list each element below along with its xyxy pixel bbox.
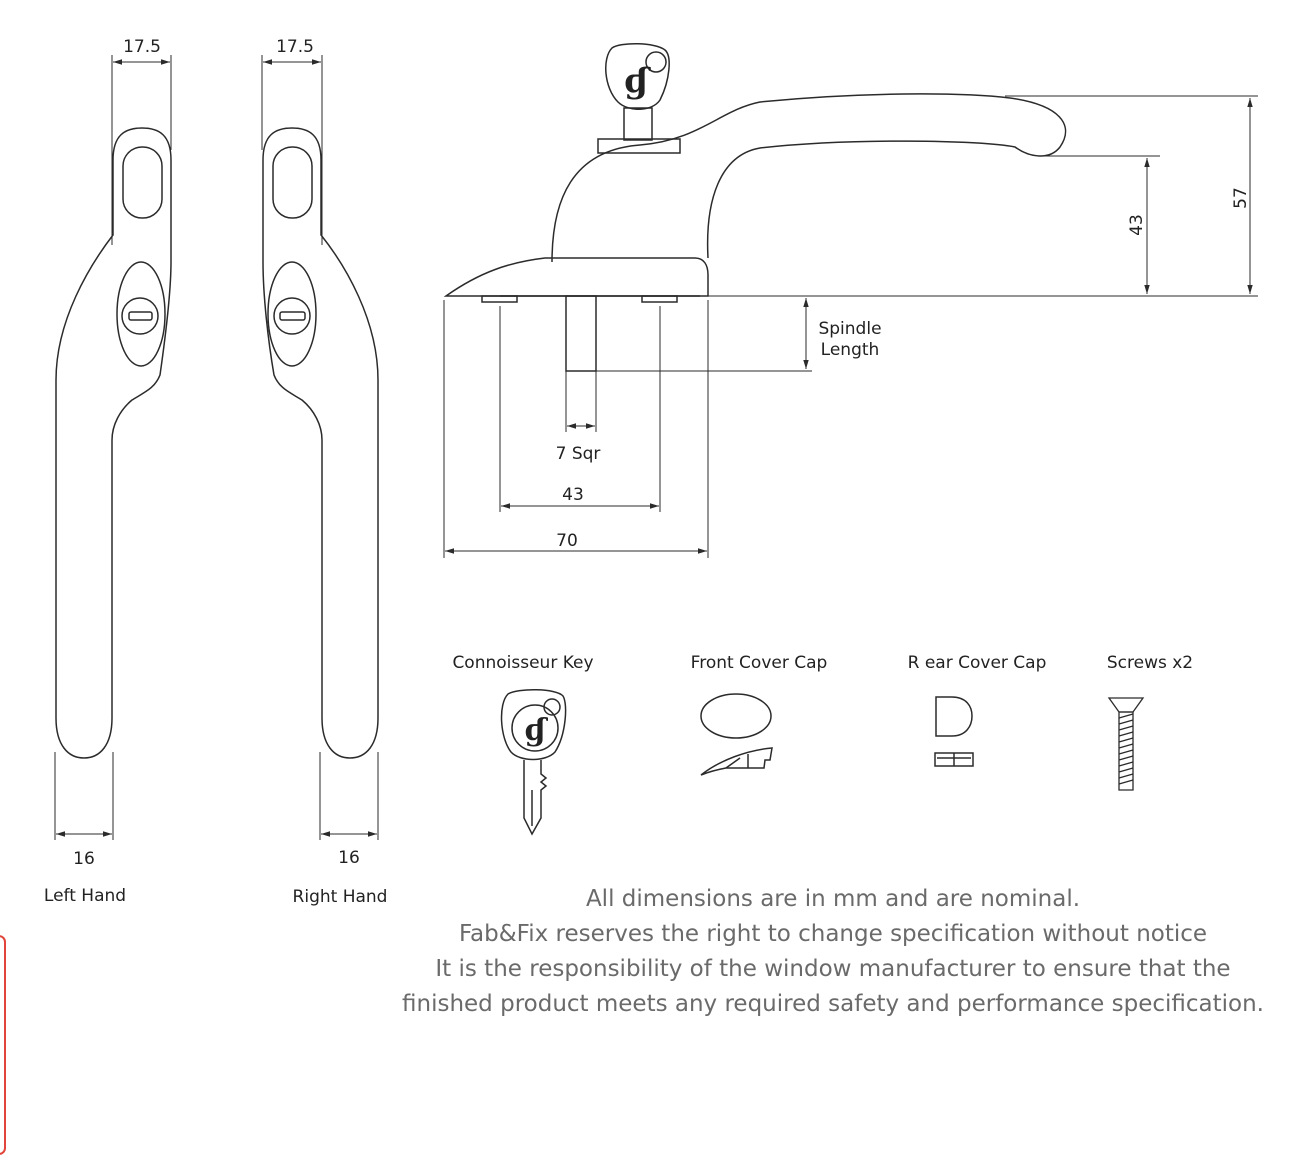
note-line-1: All dimensions are in mm and are nominal… <box>585 886 1081 912</box>
accessory-label-rear-cap: R ear Cover Cap <box>908 653 1047 673</box>
base-length-dim: 70 <box>556 531 578 551</box>
height-overall-dim: 57 <box>1231 187 1251 209</box>
right-handle-lock-boss <box>268 262 316 366</box>
left-hand-caption: Left Hand <box>44 886 126 906</box>
left-handle-outline <box>56 128 171 758</box>
side-view-dimensions <box>444 96 1258 558</box>
specification-notes: All dimensions are in mm and are nominal… <box>400 882 1266 1022</box>
accessory-label-screws: Screws x2 <box>1107 653 1193 673</box>
fixing-centres-dim: 43 <box>562 485 584 505</box>
right-handle-top-slot <box>273 147 312 218</box>
left-handle-top-slot <box>123 147 162 218</box>
left-handle-lock-barrel <box>122 298 158 334</box>
base-peg-right <box>642 296 677 302</box>
front-cover-cap-drawing <box>701 694 772 775</box>
accessory-label-key: Connoisseur Key <box>452 653 593 673</box>
spindle-length-label-1: Spindle <box>818 319 881 339</box>
page-edge-accent <box>0 935 6 1155</box>
handle-base <box>446 258 708 296</box>
accessory-key-logo: ɠ <box>525 713 549 748</box>
right-handle-lock-barrel <box>274 298 310 334</box>
spindle-length-label-2: Length <box>821 340 880 360</box>
height-grip-dim: 43 <box>1127 214 1147 236</box>
left-handle-keyway <box>129 312 152 320</box>
handle-body <box>552 94 1066 262</box>
note-line-4: finished product meets any required safe… <box>402 991 1264 1017</box>
left-hand-dimensions <box>55 55 171 840</box>
key-head-hole <box>646 52 666 72</box>
left-width-dim: 17.5 <box>123 37 161 57</box>
right-hand-dimensions <box>262 55 378 840</box>
left-hand-handle <box>56 128 171 758</box>
connoisseur-key-drawing <box>502 690 566 834</box>
side-key-logo: ɠ <box>624 61 651 101</box>
screw-drawing <box>1109 698 1143 790</box>
right-handle-keyway <box>280 312 305 320</box>
right-hand-caption: Right Hand <box>293 887 388 907</box>
spindle-square-dim: 7 Sqr <box>556 444 601 464</box>
right-handle-outline <box>263 128 378 758</box>
note-line-2: Fab&Fix reserves the right to change spe… <box>458 921 1208 947</box>
key-shank <box>624 108 652 140</box>
right-width-dim: 17.5 <box>276 37 314 57</box>
base-peg-left <box>482 296 517 302</box>
spindle <box>566 296 596 371</box>
right-hand-handle <box>263 128 378 758</box>
accessory-label-front-cap: Front Cover Cap <box>691 653 828 673</box>
key-head <box>606 44 669 110</box>
key-stop <box>598 139 680 153</box>
left-bottom-dim: 16 <box>73 849 95 869</box>
side-view-handle <box>446 44 1066 371</box>
note-line-3: It is the responsibility of the window m… <box>435 956 1231 982</box>
rear-cover-cap-drawing <box>935 697 973 766</box>
left-handle-lock-boss <box>117 262 165 366</box>
right-bottom-dim: 16 <box>338 848 360 868</box>
